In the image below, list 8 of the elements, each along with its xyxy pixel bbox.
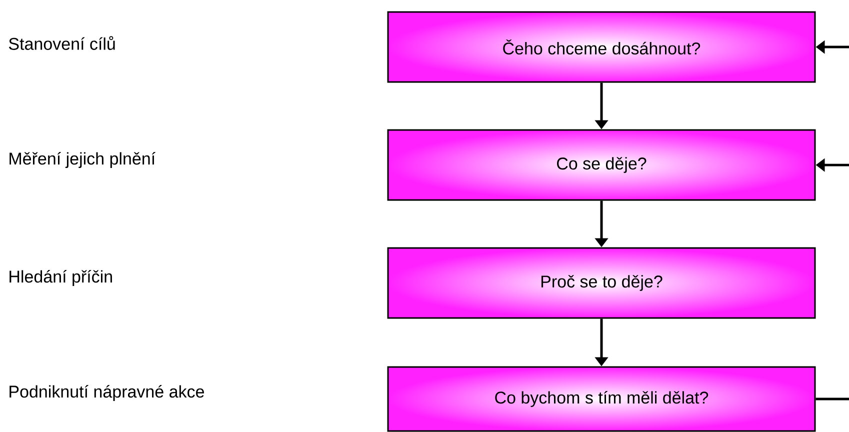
row-label: Hledání příčin bbox=[10, 270, 112, 286]
row-label: Měření jejich plnění bbox=[10, 152, 156, 168]
process-box: Co se děje? bbox=[387, 129, 816, 201]
row-label: Stanovení cílů bbox=[8, 36, 115, 50]
process-box: Čeho chceme dosáhnout? bbox=[387, 11, 816, 83]
process-box: Proč se to děje? bbox=[387, 247, 816, 319]
process-box: Co bychom s tím měli dělat? bbox=[387, 366, 816, 432]
row-label: Podniknutí nápravné akce bbox=[10, 384, 204, 402]
